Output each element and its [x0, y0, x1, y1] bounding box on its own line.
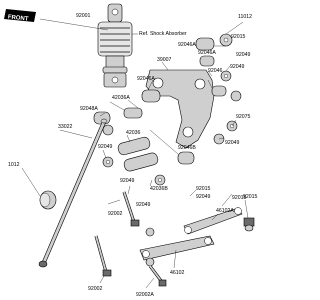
label-92048a-top: 92046A: [198, 50, 216, 56]
label-92049-lower-right: 92049: [225, 140, 240, 146]
tie-rod-46102a: [183, 207, 243, 235]
bolt-92002-short: [122, 191, 140, 227]
label-92049-bottom: 92049: [136, 202, 151, 208]
label-92046b: 92046B: [178, 145, 196, 151]
label-92015-mid: 92015: [196, 186, 211, 192]
label-92048a: 92048A: [80, 106, 98, 112]
label-92075: 92075: [236, 114, 251, 120]
label-42036: 42036: [126, 130, 141, 136]
label-92046: 92046: [208, 68, 223, 74]
bolt-92002a: [148, 265, 167, 287]
front-badge-label: FRONT: [7, 14, 29, 22]
label-92049-top: 92049: [236, 52, 251, 58]
label-1012: 1012: [8, 162, 20, 168]
label-92046a-mid: 92046A: [137, 76, 155, 82]
label-92049-right: 92049: [230, 64, 245, 70]
pivot-shaft: [38, 118, 108, 268]
label-92015-right: 92015: [232, 195, 247, 201]
label-92002-lower: 92002: [88, 286, 103, 292]
label-92015-far-right: 92015: [243, 194, 258, 200]
label-92002-upper: 92002: [108, 211, 123, 217]
part-labels: 92001 Ref. Shock Absorber 11012 92015 92…: [8, 13, 258, 298]
label-92049-lower: 92049: [120, 178, 135, 184]
label-92049-mid-right: 92049: [196, 194, 211, 200]
label-92001: 92001: [76, 13, 91, 19]
tie-rod-46102: [139, 227, 215, 267]
front-direction-badge: FRONT: [4, 9, 36, 23]
label-42036b: 42036B: [150, 186, 168, 192]
ref-shock-absorber-note: Ref. Shock Absorber: [139, 31, 187, 37]
pivot-cap: [39, 190, 57, 210]
label-42036a: 42036A: [112, 95, 130, 101]
rear-suspension-exploded-diagram: FRONT: [4, 3, 258, 298]
label-92002a: 92002A: [136, 292, 154, 298]
leader-lines: [21, 18, 249, 289]
label-46102a: 46102A: [216, 208, 234, 214]
label-46102: 46102: [170, 270, 185, 276]
label-11012: 11012: [238, 14, 252, 20]
label-92015-top: 92015: [231, 34, 246, 40]
label-92046a-top: 92046A: [178, 42, 196, 48]
nut-92015-lower: [243, 217, 255, 232]
label-39007: 39007: [157, 57, 172, 63]
label-92049-mid: 92049: [98, 144, 113, 150]
bolt-92002-long: [94, 235, 112, 277]
middle-bushings: [93, 89, 195, 186]
label-33022: 33022: [58, 124, 73, 130]
rocker-arm: [145, 69, 215, 149]
shock-absorber-reference: [97, 3, 133, 88]
